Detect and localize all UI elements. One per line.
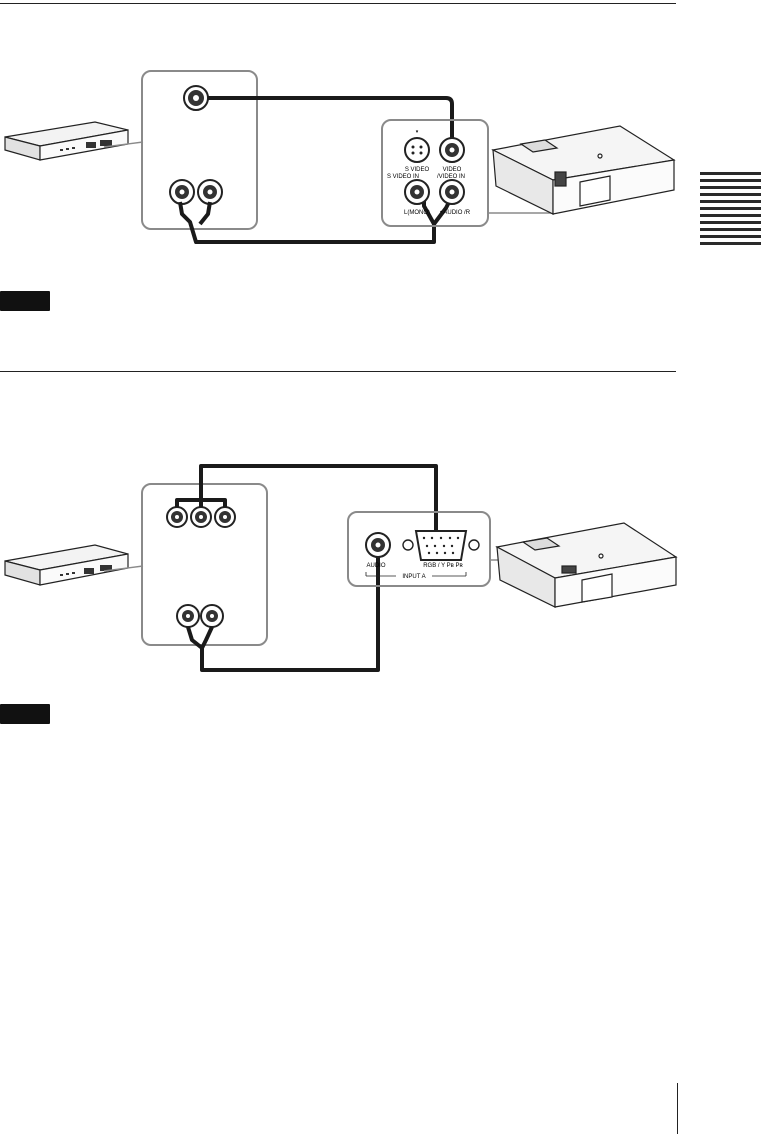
note-badge-2 — [0, 704, 50, 724]
audio-in-jack-2 — [365, 532, 391, 558]
rgb-in-connector — [402, 530, 480, 561]
video-label: VIDEO — [443, 167, 462, 173]
audio-out-jacks-2 — [176, 604, 224, 628]
vcr-device-illustration — [4, 121, 144, 161]
audio-r-label: • AUDIO /R — [440, 210, 471, 216]
projector-panel-frame-2 — [347, 511, 491, 587]
svg-text:▾: ▾ — [416, 129, 419, 135]
projector-illustration — [491, 125, 676, 215]
audio-out-jacks — [169, 179, 223, 205]
dvd-device-illustration — [4, 544, 144, 586]
video-in-jack — [439, 137, 465, 163]
section-rule-middle — [0, 371, 676, 372]
source-panel-frame — [141, 70, 258, 230]
chapter-side-tab — [700, 172, 761, 254]
input-a-label: INPUT A — [402, 574, 425, 580]
s-video-jack: ▾ — [404, 129, 430, 163]
note-badge — [0, 291, 50, 311]
s-video-label: S VIDEO — [405, 167, 430, 173]
connection-diagram-video: ▾ S VIDEO S VIDEO IN VIDEO /VIDEO IN L(M… — [4, 70, 676, 244]
component-out-jacks — [166, 506, 236, 528]
video-out-jack — [183, 85, 209, 111]
projector-panel-frame — [381, 119, 489, 227]
cable-paths-2 — [175, 464, 438, 672]
l-mono-label: L(MONO) — [404, 210, 430, 216]
rgb-label: RGB / Y Pʙ Pʀ — [423, 563, 463, 569]
audio-label: AUDIO — [366, 563, 385, 569]
connection-diagram-component: AUDIO RGB / Y Pʙ Pʀ INPUT A — [4, 464, 678, 672]
video-in-label: /VIDEO IN — [437, 174, 465, 180]
projector-illustration-2 — [495, 522, 678, 608]
section-rule-top — [0, 3, 676, 4]
s-video-in-label: S VIDEO IN — [387, 174, 419, 180]
page-number-rule — [677, 1083, 678, 1134]
audio-in-jacks — [404, 179, 465, 205]
